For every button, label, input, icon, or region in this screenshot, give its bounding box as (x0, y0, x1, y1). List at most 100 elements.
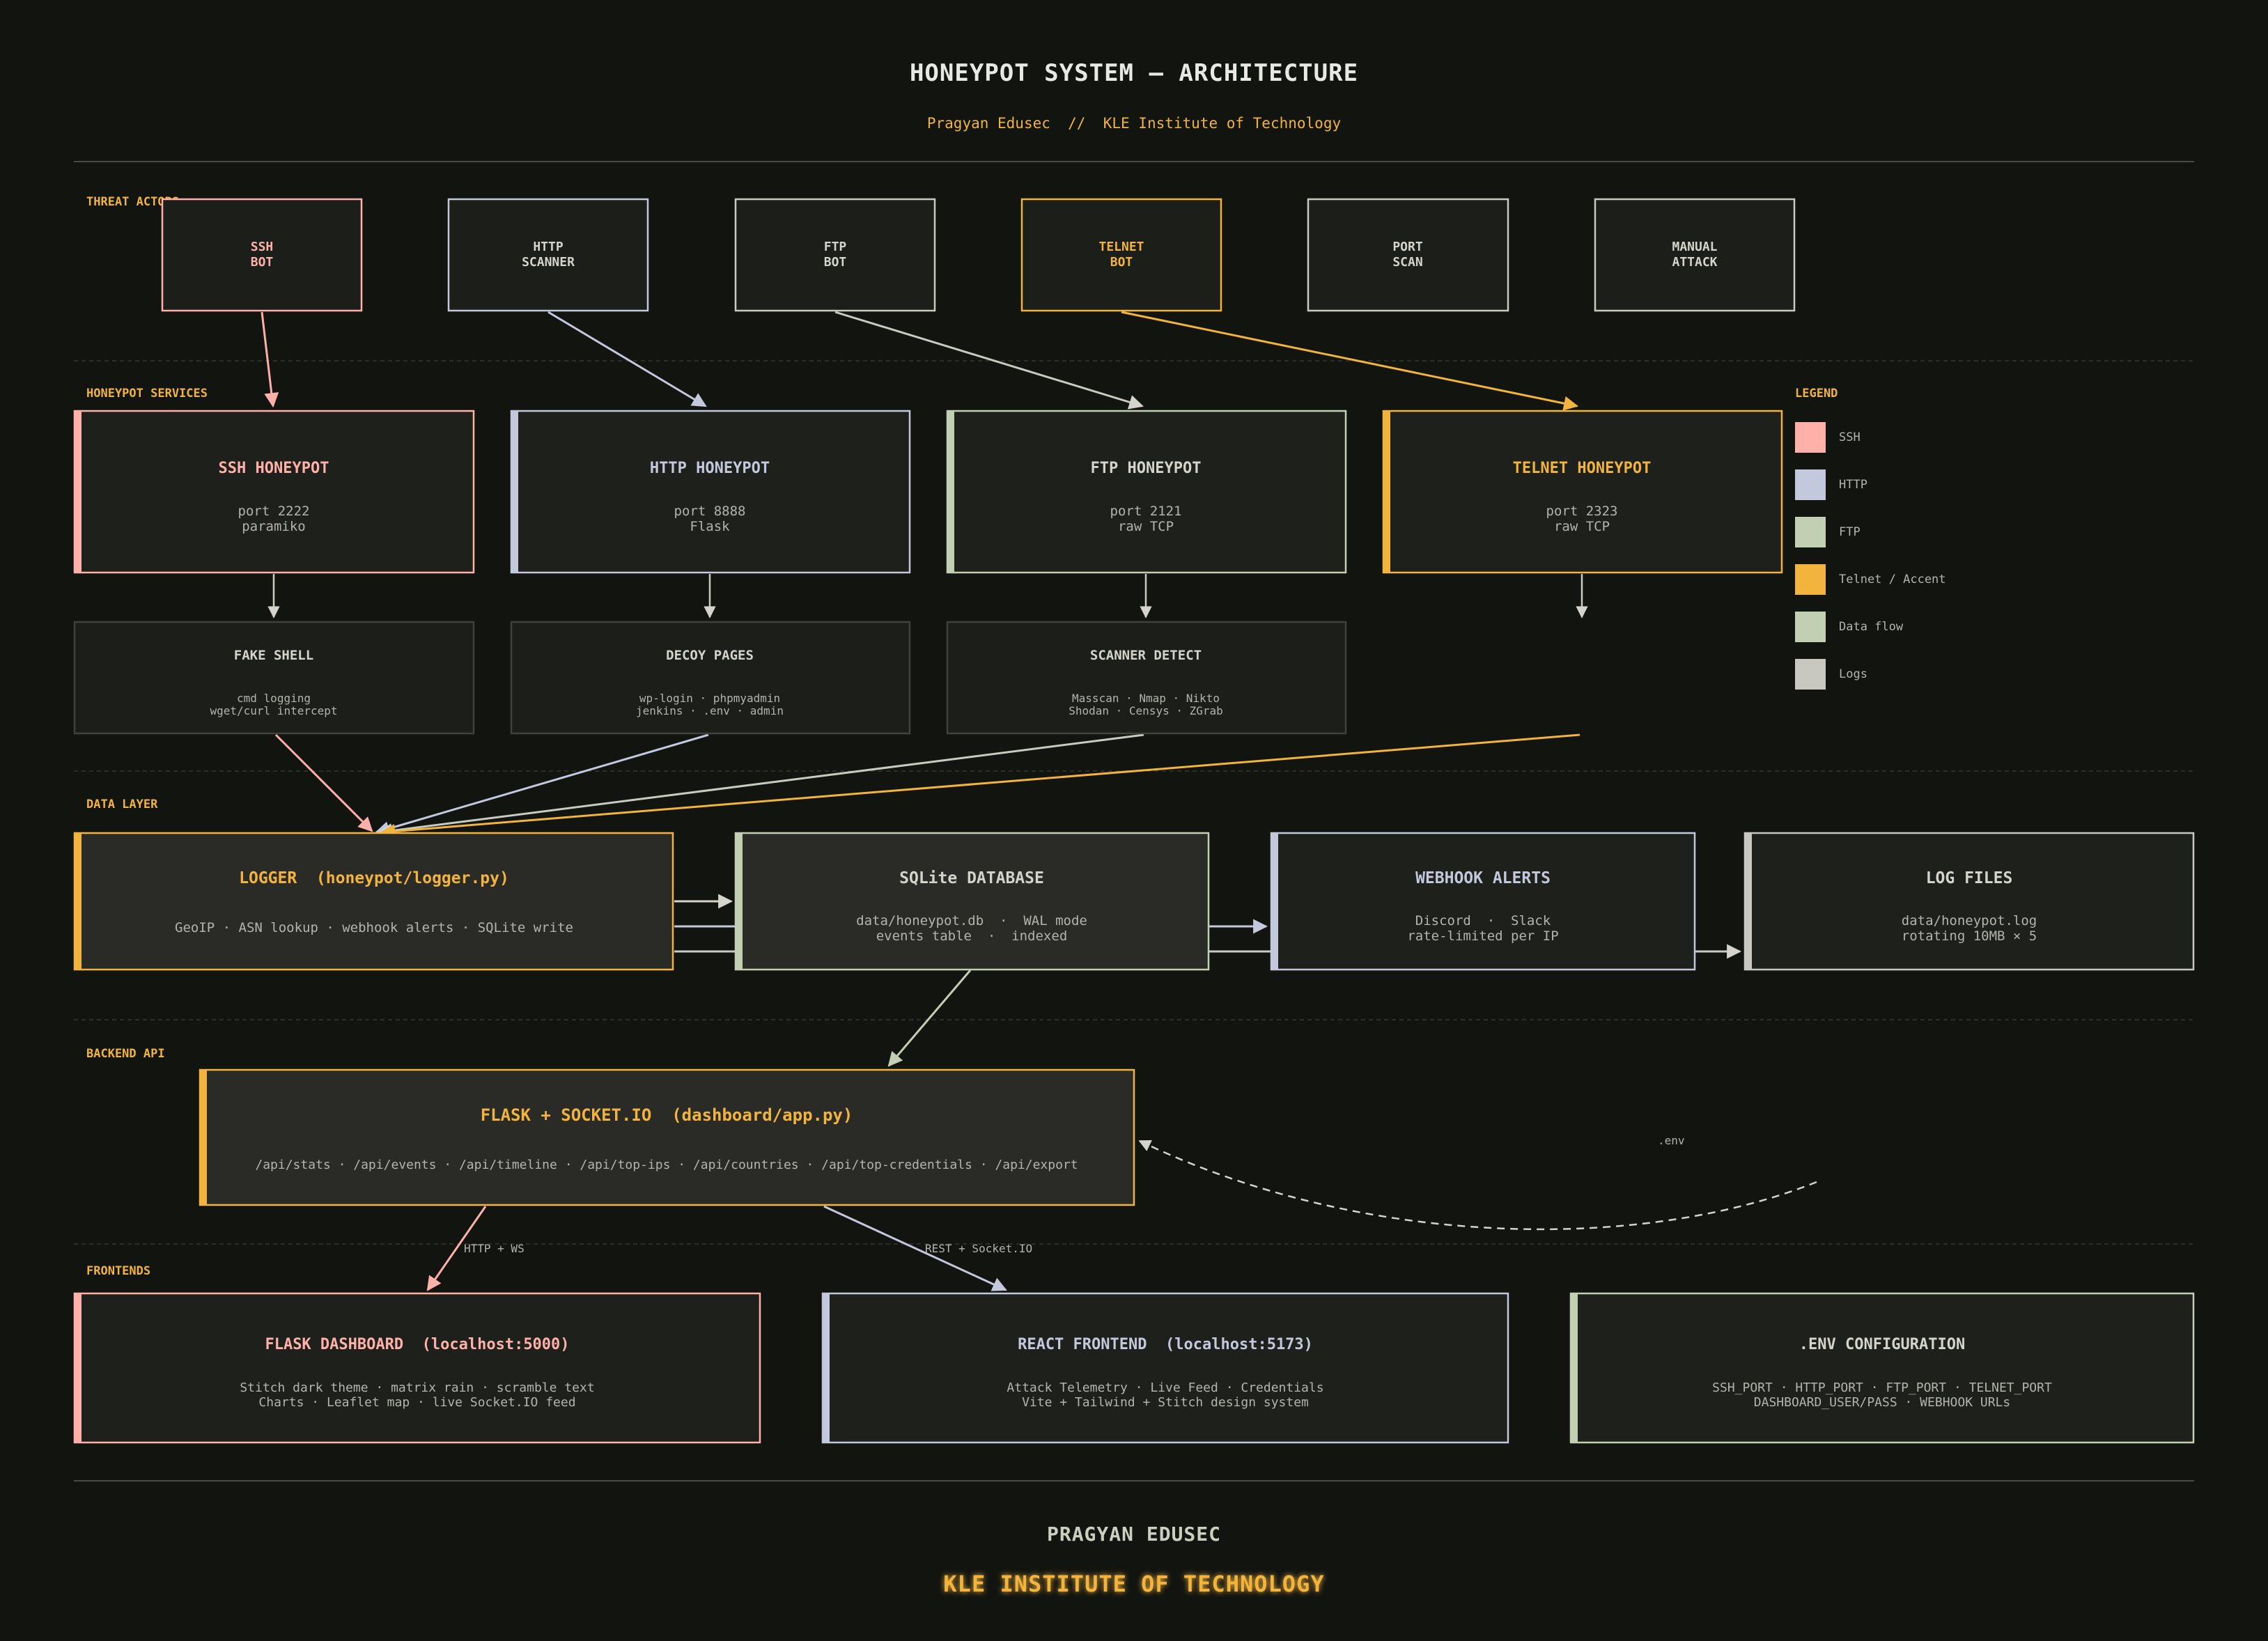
svg-text:rotating 10MB × 5: rotating 10MB × 5 (1902, 928, 2037, 944)
svg-text:BOT: BOT (824, 255, 847, 270)
frontend-flask-dashboard: FLASK DASHBOARD (localhost:5000) Stitch … (73, 1292, 761, 1444)
edge-scanner-detect-to-logger (377, 733, 1144, 839)
service-http-honeypot: HTTP HONEYPOT port 8888 Flask (510, 410, 911, 574)
data-log-files: LOG FILES data/honeypot.log rotating 10M… (1743, 832, 2195, 971)
legend-item-telnet-accent: Telnet / Accent (1795, 564, 1946, 595)
actor-telnet-bot: TELNET BOT (1020, 198, 1222, 312)
svg-text:events table · indexed: events table · indexed (876, 928, 1068, 944)
svg-text:Shodan · Censys · ZGrab: Shodan · Censys · ZGrab (1069, 704, 1223, 717)
edge-fake-shell-to-logger (274, 733, 373, 832)
svg-text:cmd logging: cmd logging (237, 692, 311, 705)
svg-text:Logs: Logs (1839, 667, 1867, 681)
svg-text:rate-limited per IP: rate-limited per IP (1407, 928, 1558, 944)
svg-text:GeoIP · ASN lookup · webhook a: GeoIP · ASN lookup · webhook alerts · SQ… (175, 920, 573, 935)
svg-text:WEBHOOK ALERTS: WEBHOOK ALERTS (1415, 869, 1551, 887)
diagram-title: HONEYPOT SYSTEM — ARCHITECTURE (910, 59, 1358, 87)
edge-label-rest-socket: REST + Socket.IO (925, 1242, 1032, 1255)
edge-sqlite-to-backend (887, 970, 972, 1067)
actor-ftp-bot: FTP BOT (734, 198, 936, 312)
section-label-frontends: FRONTENDS (86, 1264, 150, 1278)
svg-text:PORT: PORT (1392, 240, 1423, 254)
edge-label-http-ws: HTTP + WS (464, 1242, 525, 1255)
edge-backend-to-flask-dashboard (426, 1206, 487, 1291)
svg-text:port 2222: port 2222 (238, 504, 310, 519)
edge-telnet-to-logger (380, 733, 1580, 839)
svg-text:wp-login · phpmyadmin: wp-login · phpmyadmin (639, 692, 780, 705)
section-label-data-layer: DATA LAYER (86, 798, 158, 811)
svg-text:LOG FILES: LOG FILES (1926, 869, 2013, 887)
svg-text:BOT: BOT (1110, 255, 1133, 270)
svg-text:HTTP: HTTP (1839, 478, 1867, 492)
service-ssh-honeypot: SSH HONEYPOT port 2222 paramiko (73, 410, 475, 574)
sub-fake-shell: FAKE SHELL cmd logging wget/curl interce… (73, 621, 475, 735)
svg-text:LOGGER (honeypot/logger.py): LOGGER (honeypot/logger.py) (239, 869, 509, 887)
edge-telnet-bot-to-telnet-honeypot (1121, 311, 1579, 411)
data-sqlite-database: SQLite DATABASE data/honeypot.db · WAL m… (734, 832, 1210, 971)
svg-text:Telnet / Accent: Telnet / Accent (1839, 573, 1946, 586)
legend-item-http: HTTP (1795, 469, 1867, 500)
legend-item-data-flow: Data flow (1795, 612, 1904, 642)
diagram-subtitle: Pragyan Edusec // KLE Institute of Techn… (927, 115, 1341, 132)
section-label-honeypot-services: HONEYPOT SERVICES (86, 387, 208, 400)
edge-backend-to-react-frontend (823, 1205, 1007, 1291)
actor-manual-attack: MANUAL ATTACK (1594, 198, 1796, 312)
svg-text:TELNET: TELNET (1098, 240, 1144, 254)
svg-text:SSH_PORT · HTTP_PORT · FTP_POR: SSH_PORT · HTTP_PORT · FTP_PORT · TELNET… (1712, 1381, 2052, 1395)
svg-text:SCANNER: SCANNER (522, 255, 575, 270)
svg-text:ATTACK: ATTACK (1672, 255, 1717, 270)
svg-text:FAKE SHELL: FAKE SHELL (234, 648, 313, 663)
svg-text:SSH: SSH (251, 240, 274, 254)
edge-ftp-bot-to-ftp-honeypot (834, 311, 1144, 410)
frontend-react: REACT FRONTEND (localhost:5173) Attack T… (821, 1292, 1509, 1444)
svg-text:SCAN: SCAN (1392, 255, 1422, 270)
legend: LEGEND SSH HTTP FTP Telnet / Accent Data… (1795, 387, 1946, 690)
svg-text:SQLite DATABASE: SQLite DATABASE (899, 869, 1044, 887)
section-label-threat-actors: THREAT ACTORS (86, 195, 179, 209)
svg-text:SCANNER DETECT: SCANNER DETECT (1090, 648, 1202, 663)
svg-text:HTTP: HTTP (533, 240, 564, 254)
actor-ssh-bot: SSH BOT (161, 198, 363, 312)
svg-text:data/honeypot.db · WAL mode: data/honeypot.db · WAL mode (856, 913, 1087, 928)
sub-decoy-pages: DECOY PAGES wp-login · phpmyadmin jenkin… (510, 621, 911, 735)
svg-text:HTTP HONEYPOT: HTTP HONEYPOT (650, 460, 770, 477)
svg-text:DECOY PAGES: DECOY PAGES (666, 648, 754, 663)
svg-text:FTP: FTP (824, 240, 847, 254)
svg-text:raw TCP: raw TCP (1554, 519, 1610, 534)
service-ftp-honeypot: FTP HONEYPOT port 2121 raw TCP (946, 410, 1347, 574)
legend-item-logs: Logs (1795, 659, 1867, 690)
svg-text:REACT FRONTEND (localhost:517: REACT FRONTEND (localhost:5173) (1018, 1336, 1313, 1353)
edge-env-to-backend (1138, 1140, 1817, 1231)
svg-text:port 8888: port 8888 (674, 504, 746, 519)
svg-text:MANUAL: MANUAL (1672, 240, 1717, 254)
svg-text:Charts · Leaflet map · live So: Charts · Leaflet map · live Socket.IO fe… (258, 1395, 575, 1410)
service-telnet-honeypot: TELNET HONEYPOT port 2323 raw TCP (1382, 410, 1783, 574)
svg-text:FLASK DASHBOARD (localhost:50: FLASK DASHBOARD (localhost:5000) (265, 1336, 569, 1353)
edge-label-env: .env (1658, 1134, 1685, 1147)
svg-text:FTP HONEYPOT: FTP HONEYPOT (1091, 460, 1202, 477)
svg-text:Stitch dark theme · matrix rai: Stitch dark theme · matrix rain · scramb… (240, 1381, 594, 1395)
frontend-env-configuration: .ENV CONFIGURATION SSH_PORT · HTTP_PORT … (1569, 1292, 2195, 1444)
sub-scanner-detect: SCANNER DETECT Masscan · Nmap · Nikto Sh… (946, 621, 1347, 735)
legend-item-ssh: SSH (1795, 422, 1861, 453)
svg-text:SSH: SSH (1839, 430, 1861, 444)
svg-text:Discord · Slack: Discord · Slack (1415, 913, 1551, 928)
svg-text:.ENV CONFIGURATION: .ENV CONFIGURATION (1799, 1336, 1965, 1353)
svg-text:port 2323: port 2323 (1546, 504, 1618, 519)
svg-text:FLASK + SOCKET.IO (dashboard/: FLASK + SOCKET.IO (dashboard/app.py) (481, 1105, 853, 1125)
svg-text:BOT: BOT (251, 255, 274, 270)
edge-ssh-bot-to-ssh-honeypot (261, 311, 279, 408)
actor-port-scan: PORT SCAN (1307, 198, 1509, 312)
svg-text:jenkins · .env · admin: jenkins · .env · admin (636, 704, 784, 717)
legend-item-ftp: FTP (1795, 517, 1861, 547)
footer-org-name: PRAGYAN EDUSEC (1047, 1523, 1221, 1546)
svg-text:port 2121: port 2121 (1110, 504, 1182, 519)
svg-text:DASHBOARD_USER/PASS · WEBHOOK: DASHBOARD_USER/PASS · WEBHOOK URLs (1754, 1395, 2010, 1410)
svg-text:Data flow: Data flow (1839, 620, 1904, 634)
svg-text:Flask: Flask (690, 519, 730, 534)
svg-text:TELNET HONEYPOT: TELNET HONEYPOT (1513, 460, 1652, 477)
svg-text:paramiko: paramiko (242, 519, 306, 534)
svg-text:Masscan · Nmap · Nikto: Masscan · Nmap · Nikto (1072, 692, 1220, 705)
svg-text:data/honeypot.log: data/honeypot.log (1902, 913, 2037, 928)
svg-text:/api/stats · /api/events · /ap: /api/stats · /api/events · /api/timeline… (255, 1158, 1078, 1172)
